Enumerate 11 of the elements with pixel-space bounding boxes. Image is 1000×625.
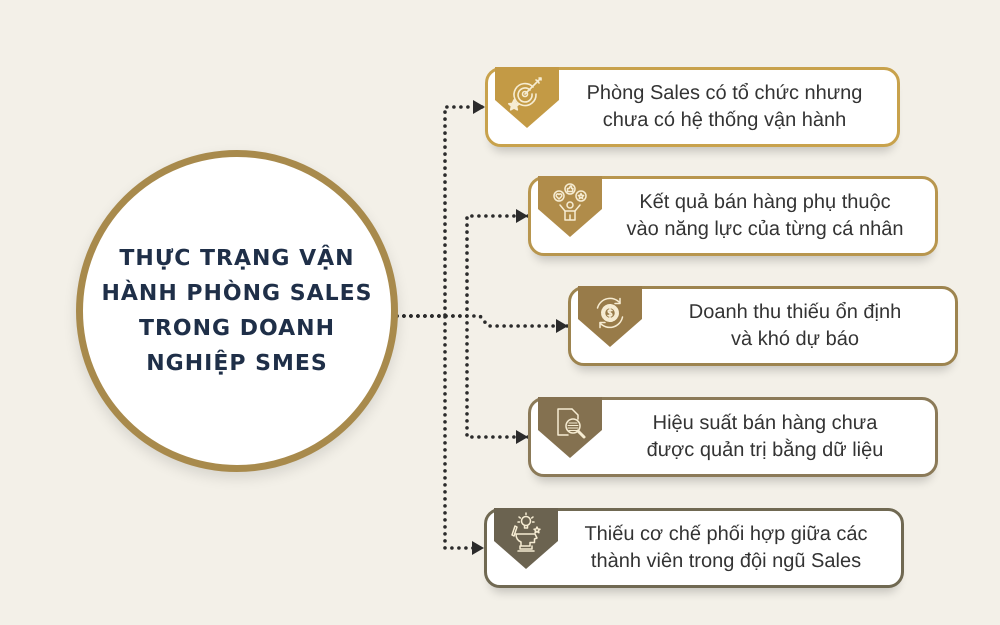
card-text: Hiệu suất bán hàng chưa được quản trị bằng dữ liệu bbox=[646, 411, 884, 463]
info-card bbox=[485, 67, 900, 147]
card-text: Kết quả bán hàng phụ thuộc vào năng lực của từng cá nhân bbox=[626, 190, 904, 242]
card-text: Doanh thu thiếu ổn định và khó dự báo bbox=[688, 300, 902, 352]
info-card bbox=[568, 286, 958, 366]
info-card bbox=[528, 397, 938, 477]
info-card bbox=[484, 508, 904, 588]
card-text: Thiếu cơ chế phối hợp giữa các thành viên trong đội ngũ Sales bbox=[583, 522, 869, 574]
card-text: Phòng Sales có tổ chức nhưng chưa có hệ thống vận hành bbox=[586, 81, 864, 133]
info-card bbox=[528, 176, 938, 256]
topic-title: THỰC TRẠNG VẬN HÀNH PHÒNG SALES TRONG DOANH NGHIỆP SMES bbox=[100, 244, 374, 378]
